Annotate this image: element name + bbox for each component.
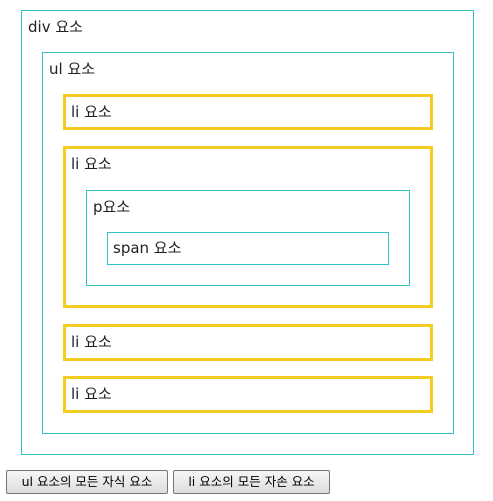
li-element-label-1: li 요소 bbox=[71, 103, 112, 121]
p-element-label: p요소 bbox=[93, 198, 131, 216]
ul-element-label: ul 요소 bbox=[49, 60, 96, 78]
ul-children-button[interactable]: ul 요소의 모든 자식 요소 bbox=[6, 470, 168, 494]
li-element-label-3: li 요소 bbox=[71, 333, 112, 351]
li-element-label-4: li 요소 bbox=[71, 385, 112, 403]
li-element-box-4 bbox=[63, 376, 433, 413]
li-descendants-button[interactable]: li 요소의 모든 자손 요소 bbox=[173, 470, 330, 494]
li-element-label-2: li 요소 bbox=[71, 155, 112, 173]
span-element-box bbox=[107, 232, 389, 265]
li-element-box-1 bbox=[63, 94, 433, 130]
li-element-box-3 bbox=[63, 324, 433, 361]
span-element-label: span 요소 bbox=[113, 239, 182, 257]
div-element-label: div 요소 bbox=[28, 18, 83, 36]
